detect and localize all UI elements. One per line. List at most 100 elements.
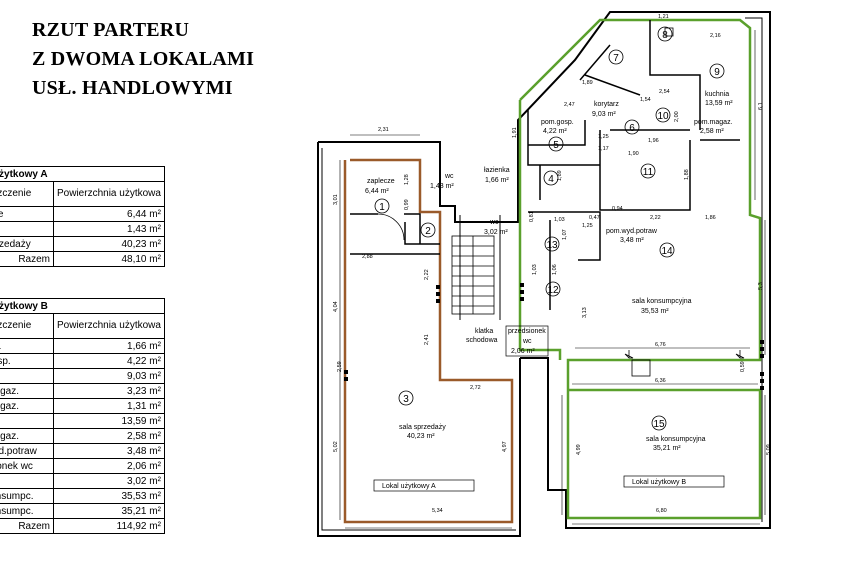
dimension-label: 4,99 bbox=[576, 444, 582, 455]
dimension-label: 2,31 bbox=[378, 127, 389, 133]
table-lokal-b: Lokal użytkowy B Pomieszczenie Powierzch… bbox=[0, 298, 165, 534]
dimension-label: 2,72 bbox=[470, 385, 481, 391]
room-number: 7 bbox=[608, 49, 624, 65]
lokal-a-outline bbox=[343, 158, 514, 524]
dimension-label: 0,59 bbox=[740, 361, 746, 372]
label-kuchnia: kuchnia bbox=[705, 91, 729, 98]
lokal-a-label-box bbox=[373, 479, 475, 492]
label-klatka-2: schodowa bbox=[466, 337, 498, 344]
dimension-label: 2,54 bbox=[659, 89, 670, 95]
table-total-label: Razem bbox=[0, 518, 54, 534]
room-number-text: 6 bbox=[629, 123, 635, 134]
title-line-1: RZUT PARTERU bbox=[32, 19, 190, 41]
label-korytarz: korytarz bbox=[594, 101, 619, 108]
room-number: 12 bbox=[545, 281, 561, 297]
room-number: 9 bbox=[709, 63, 725, 79]
dimension-lines bbox=[339, 30, 766, 529]
label-wc-b-area: 3,02 m² bbox=[484, 229, 508, 236]
window-marks bbox=[344, 283, 764, 390]
table-row: pom.magaz.2,58 m² bbox=[0, 428, 165, 444]
room-numbers: 1 2 3 4 5 6 7 8 9 10 11 12 13 14 15 bbox=[374, 26, 725, 431]
room-number: 3 bbox=[398, 390, 414, 406]
room-number: 5 bbox=[548, 136, 564, 152]
staircase bbox=[451, 235, 495, 315]
table-row: przedsionek wc2,06 m² bbox=[0, 458, 165, 474]
przedsionek-label-box bbox=[505, 325, 549, 357]
room-number-text: 14 bbox=[661, 246, 673, 257]
label-sala-15: sala konsumpcyjna bbox=[646, 436, 706, 443]
table-total-value: 48,10 m² bbox=[53, 251, 165, 267]
room-number: 4 bbox=[543, 170, 559, 186]
dimension-label: 2,16 bbox=[710, 33, 721, 39]
dimension-label: 1,21 bbox=[658, 14, 669, 20]
table-row: wc3,02 m² bbox=[0, 473, 165, 489]
dimension-label: 1,91 bbox=[512, 127, 518, 138]
room-number-text: 13 bbox=[546, 240, 558, 251]
label-pom-gosp-area: 4,22 m² bbox=[543, 128, 567, 135]
dimension-label: 2,22 bbox=[650, 215, 661, 221]
label-lokal-b: Lokal użytkowy B bbox=[632, 479, 686, 486]
dimension-label: 3,13 bbox=[582, 307, 588, 318]
label-pom-magaz: pom.magaz. bbox=[694, 119, 733, 126]
room-number: 11 bbox=[640, 163, 656, 179]
dimension-label: 4,97 bbox=[502, 441, 508, 452]
drawing-title: RZUT PARTERU Z DWOMA LOKALAMI USŁ. HANDL… bbox=[32, 16, 254, 103]
room-number: 13 bbox=[544, 236, 560, 252]
title-line-3: USŁ. HANDLOWYMI bbox=[32, 77, 233, 99]
label-kuchnia-area: 13,59 m² bbox=[705, 100, 733, 107]
dimension-label: 2,00 bbox=[674, 111, 680, 122]
room-number-text: 5 bbox=[553, 140, 559, 151]
room-number-text: 9 bbox=[714, 67, 720, 78]
label-sala-15-area: 35,21 m² bbox=[653, 445, 681, 452]
room-number: 8 bbox=[657, 26, 673, 42]
label-klatka-1: klatka bbox=[475, 328, 493, 335]
building-walls bbox=[317, 11, 771, 537]
dimension-label: 1,07 bbox=[562, 229, 568, 240]
room-number: 15 bbox=[651, 415, 667, 431]
label-korytarz-area: 9,03 m² bbox=[592, 111, 616, 118]
lokal-b-outline bbox=[518, 18, 762, 520]
room-number-text: 3 bbox=[403, 394, 409, 405]
dimension-label: 5,34 bbox=[432, 508, 443, 514]
title-line-2: Z DWOMA LOKALAMI bbox=[32, 48, 255, 70]
dimension-label: 0,81 bbox=[529, 211, 535, 222]
dimension-label: 1,54 bbox=[640, 97, 651, 103]
table-total-value: 114,92 m² bbox=[53, 518, 165, 534]
label-zaplecze: zaplecze bbox=[367, 178, 395, 185]
room-number-text: 15 bbox=[653, 419, 665, 430]
room-number: 2 bbox=[420, 222, 436, 238]
lokal-b-label-box bbox=[623, 475, 725, 488]
dimension-label: 6,36 bbox=[655, 378, 666, 384]
room-number: 10 bbox=[655, 107, 671, 123]
dimension-label: 6,76 bbox=[655, 342, 666, 348]
dimension-label: 2,47 bbox=[564, 102, 575, 108]
dimension-label: 1,86 bbox=[705, 215, 716, 221]
dimension-label: 1,96 bbox=[648, 138, 659, 144]
lokal-b-walls bbox=[527, 20, 740, 310]
label-sala-14: sala konsumpcyjna bbox=[632, 298, 692, 305]
room-number-text: 10 bbox=[657, 111, 669, 122]
label-pom-wyd: pom.wyd.potraw bbox=[606, 228, 658, 235]
dimension-label: 2,41 bbox=[424, 334, 430, 345]
dimension-label: 1,03 bbox=[532, 264, 538, 275]
label-lazienka-area: 1,66 m² bbox=[485, 177, 509, 184]
dimension-label: 6,1 bbox=[758, 102, 764, 110]
label-pom-magaz-area: 2,58 m² bbox=[700, 128, 724, 135]
dimension-label: 5,3 bbox=[758, 282, 764, 290]
table-total-label: Razem bbox=[0, 251, 54, 267]
dimension-labels: 2,31 3,01 2,88 4,04 2,22 2,41 2,59 2,72 … bbox=[333, 14, 772, 514]
table-row: sala konsumpc.35,53 m² bbox=[0, 488, 165, 504]
dimension-label: 1,03 bbox=[554, 217, 565, 223]
room-number: 1 bbox=[374, 198, 390, 214]
dimension-label: 2,59 bbox=[337, 361, 343, 372]
dimension-label: 1,88 bbox=[684, 169, 690, 180]
room-number-text: 11 bbox=[643, 167, 654, 178]
dimension-label: 1,25 bbox=[598, 134, 609, 140]
table-a-col-area: Powierzchnia użytkowa bbox=[53, 181, 165, 207]
dimension-label: 1,28 bbox=[404, 174, 410, 185]
dimension-label: 4,04 bbox=[333, 301, 339, 312]
dimension-label: 2,22 bbox=[424, 269, 430, 280]
label-przedsionek-area: 2,06 m² bbox=[511, 348, 535, 355]
